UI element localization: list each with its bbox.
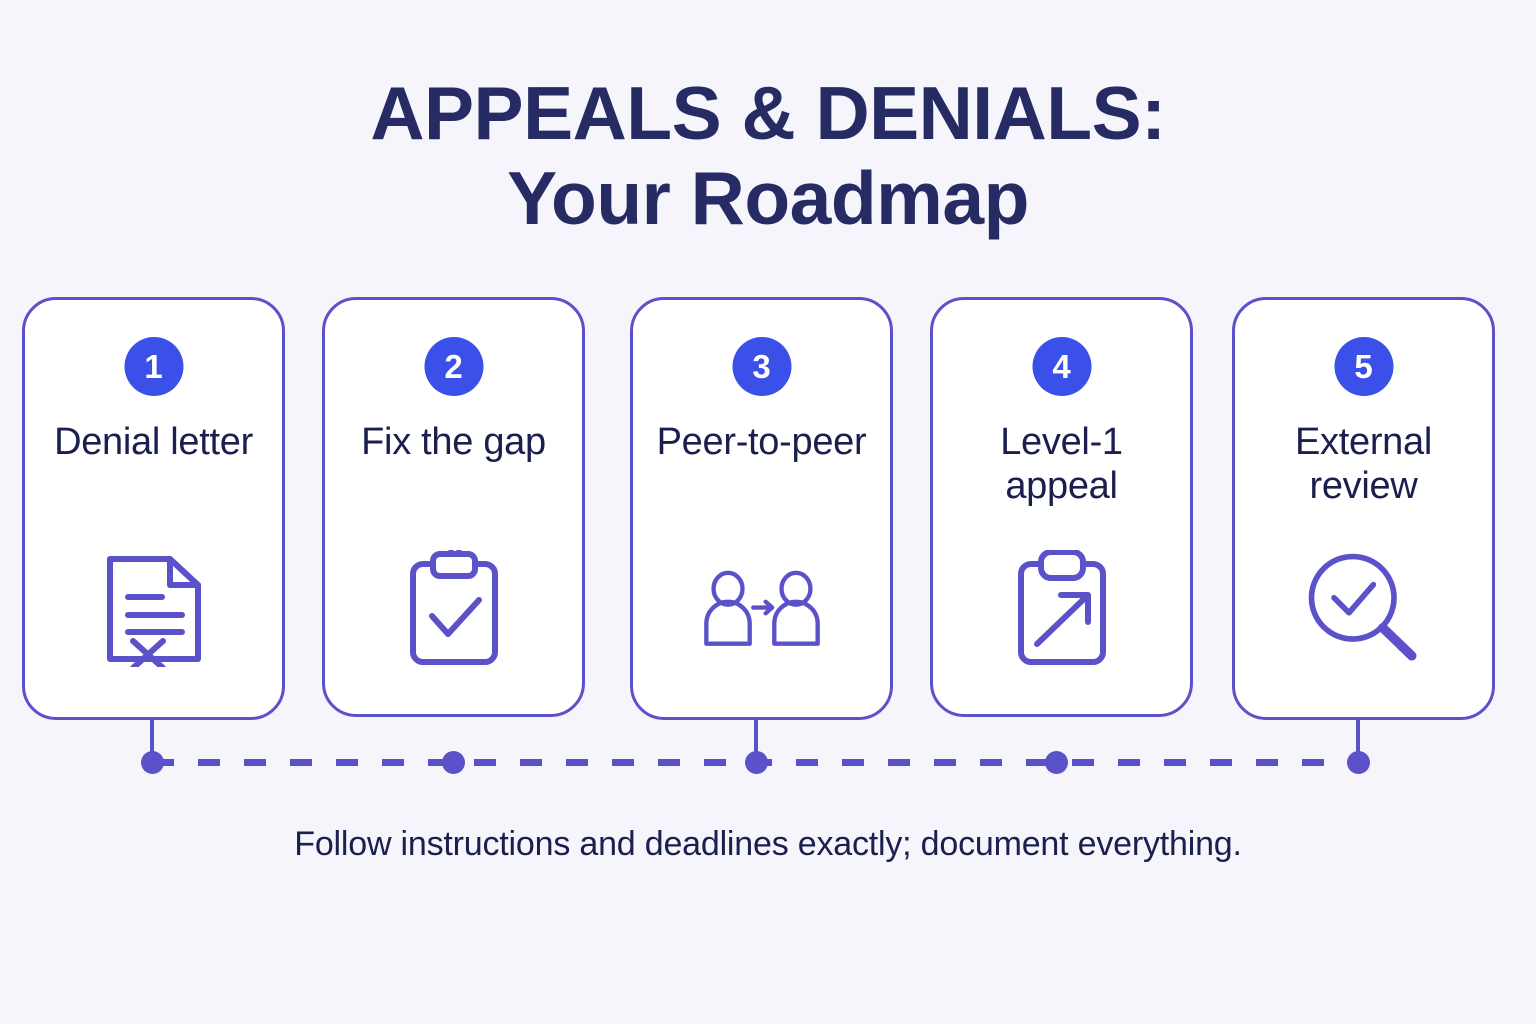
title-line-1: APPEALS & DENIALS: [370,71,1166,155]
step-label-2: Fix the gap [361,421,546,463]
timeline-connector [0,718,1536,788]
timeline-dot-5 [1347,751,1370,774]
steps-row: 1 Denial letter 2 Fix the gap [22,297,1514,722]
step-label-3: Peer-to-peer [656,421,867,463]
step-label-1: Denial letter [54,421,253,463]
footer-caption: Follow instructions and deadlines exactl… [294,825,1242,863]
step-card-5[interactable]: 5 External review [1232,297,1495,720]
step-card-3[interactable]: 3 Peer-to-peer [630,297,893,720]
step-number-badge-2: 2 [424,337,483,396]
step-label-4: Level-1 appeal [1000,421,1123,508]
magnifier-check-icon [1304,549,1424,669]
two-people-arrow-icon [702,549,822,669]
step-number-badge-1: 1 [124,337,183,396]
timeline-dot-2 [442,751,465,774]
step-number-badge-3: 3 [732,337,791,396]
title-line-2: Your Roadmap [507,156,1029,240]
step-number-badge-4: 4 [1032,337,1091,396]
step-card-4[interactable]: 4 Level-1 appeal [930,297,1193,717]
clipboard-check-icon [394,549,514,669]
timeline-stem-1 [150,720,154,764]
step-card-2[interactable]: 2 Fix the gap [322,297,585,717]
timeline-dot-4 [1045,751,1068,774]
page-title: APPEALS & DENIALS: Your Roadmap [0,76,1536,236]
step-label-5: External review [1294,421,1432,508]
document-x-icon [94,549,214,669]
timeline-dot-1 [141,751,164,774]
clipboard-arrow-up-icon [1002,549,1122,669]
timeline-dot-3 [745,751,768,774]
timeline-stem-3 [754,720,758,764]
step-card-1[interactable]: 1 Denial letter [22,297,285,720]
step-number-badge-5: 5 [1334,337,1393,396]
timeline-stem-5 [1356,720,1360,764]
